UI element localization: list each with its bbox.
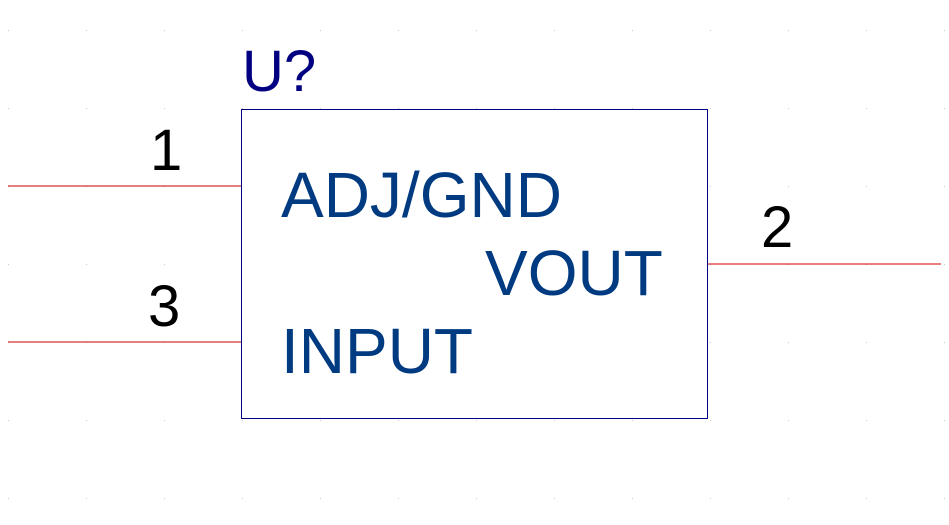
grid-dot xyxy=(632,30,633,31)
grid-dot xyxy=(944,30,945,31)
component-designator[interactable]: U? xyxy=(242,39,317,104)
pin-1-name: ADJ/GND xyxy=(281,159,562,231)
grid-dot xyxy=(788,186,789,187)
grid-dot xyxy=(86,420,87,421)
grid-dot xyxy=(320,498,321,499)
grid-dot xyxy=(164,30,165,31)
grid-dot xyxy=(944,342,945,343)
grid-dot xyxy=(164,108,165,109)
component-body[interactable] xyxy=(241,109,708,419)
grid-dot xyxy=(86,30,87,31)
grid-dot xyxy=(398,498,399,499)
grid-dot xyxy=(242,498,243,499)
grid-dot xyxy=(554,30,555,31)
grid-dot xyxy=(788,498,789,499)
pin-3-name: INPUT xyxy=(281,315,473,387)
grid-dot xyxy=(164,420,165,421)
grid-dot xyxy=(554,498,555,499)
pin-1-number: 1 xyxy=(150,118,183,183)
grid-dot xyxy=(710,108,711,109)
grid-dot xyxy=(476,498,477,499)
grid-dot xyxy=(164,498,165,499)
grid-dot xyxy=(944,186,945,187)
grid-dot xyxy=(86,108,87,109)
grid-dot xyxy=(788,342,789,343)
grid-dot xyxy=(554,108,555,109)
grid-dot xyxy=(866,342,867,343)
grid-dot xyxy=(320,420,321,421)
grid-dot xyxy=(710,30,711,31)
grid-dot xyxy=(632,108,633,109)
grid-dot xyxy=(398,420,399,421)
grid-dot xyxy=(710,186,711,187)
grid-dot xyxy=(788,108,789,109)
grid-dot xyxy=(164,264,165,265)
grid-dot xyxy=(8,264,9,265)
grid-dot xyxy=(710,498,711,499)
grid-dot xyxy=(86,498,87,499)
grid-dot xyxy=(710,420,711,421)
grid-dot xyxy=(242,30,243,31)
pin-2-number: 2 xyxy=(761,195,794,260)
grid-dot xyxy=(320,30,321,31)
grid-dot xyxy=(476,30,477,31)
grid-dot xyxy=(710,342,711,343)
grid-dot xyxy=(398,108,399,109)
grid-dot xyxy=(788,420,789,421)
grid-dot xyxy=(554,420,555,421)
grid-dot xyxy=(8,420,9,421)
grid-dot xyxy=(632,498,633,499)
grid-dot xyxy=(8,108,9,109)
grid-dot xyxy=(8,30,9,31)
grid-dot xyxy=(398,30,399,31)
grid-dot xyxy=(242,108,243,109)
grid-dot xyxy=(632,420,633,421)
grid-dot xyxy=(788,30,789,31)
grid-dot xyxy=(866,498,867,499)
grid-dot xyxy=(476,420,477,421)
pin-2-name: VOUT xyxy=(485,237,663,309)
grid-dot xyxy=(944,420,945,421)
grid-dot xyxy=(866,420,867,421)
grid-dot xyxy=(866,108,867,109)
grid-dot xyxy=(86,264,87,265)
grid-dot xyxy=(320,108,321,109)
pin-3-number: 3 xyxy=(148,274,181,339)
grid-dot xyxy=(8,498,9,499)
grid-dot xyxy=(944,264,945,265)
grid-dot xyxy=(476,108,477,109)
grid-dot xyxy=(944,498,945,499)
grid-dot xyxy=(242,420,243,421)
grid-dot xyxy=(866,30,867,31)
grid-dot xyxy=(866,186,867,187)
grid-dot xyxy=(944,108,945,109)
